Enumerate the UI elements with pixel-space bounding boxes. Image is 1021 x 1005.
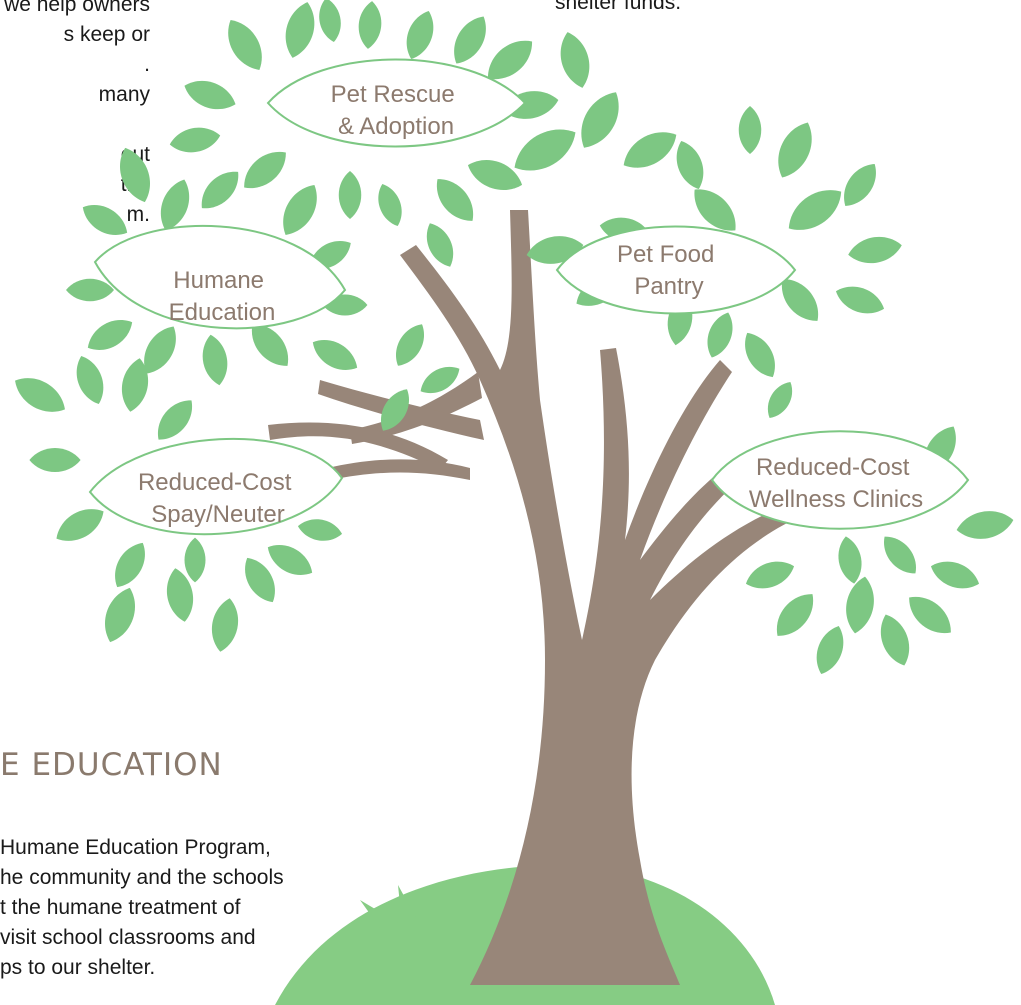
text-line: he community and the schools xyxy=(0,866,284,889)
text-line: visit school classrooms and xyxy=(0,926,256,949)
text-line: many xyxy=(98,83,150,106)
program-label-line: Pantry xyxy=(634,273,703,300)
text-line: shelter funds. xyxy=(555,0,682,14)
program-humane-education: Humane Education xyxy=(93,224,347,330)
text-line: . xyxy=(144,53,150,76)
text-line: t the humane treatment of xyxy=(0,896,241,919)
text-line: ps to our shelter. xyxy=(0,956,156,979)
education-text-fragment: Humane Education Program, he community a… xyxy=(0,833,284,983)
svg-text:Pet Food Pantry: Pet Food Pantry xyxy=(617,241,721,300)
program-pet-rescue: Pet Rescue & Adoption xyxy=(266,58,527,148)
program-label-line: Wellness Clinics xyxy=(749,486,923,513)
program-label-line: & Adoption xyxy=(338,113,454,140)
program-label-line: Reduced-Cost xyxy=(756,454,910,481)
section-heading: E EDUCATION xyxy=(0,747,223,783)
program-spay-neuter: Reduced-Cost Spay/Neuter xyxy=(88,437,344,536)
text-line: we help owners xyxy=(4,0,150,16)
program-pet-food-pantry: Pet Food Pantry xyxy=(555,225,797,315)
text-line: m. xyxy=(126,203,150,226)
text-line: s keep or xyxy=(63,23,150,46)
program-wellness-clinics: Reduced-Cost Wellness Clinics xyxy=(710,430,970,530)
funds-text-fragment: shelter funds. xyxy=(555,0,681,18)
svg-text:Reduced-Cost Spay/Neuter: Reduced-Cost Spay/Neuter xyxy=(138,469,298,528)
program-label-line: Education xyxy=(169,299,276,326)
program-label-line: Spay/Neuter xyxy=(151,501,284,528)
svg-text:Reduced-Cost Wellness Cl: Reduced-Cost Wellness Clinics xyxy=(749,454,923,513)
text-line: Humane Education Program, xyxy=(0,836,271,859)
program-label-line: Humane xyxy=(173,267,264,294)
program-label: Pet Rescue & Adoption xyxy=(331,81,462,140)
program-label-line: Reduced-Cost xyxy=(138,469,292,496)
svg-text:Humane Education: Humane Education xyxy=(169,267,276,326)
program-label-line: Pet Rescue xyxy=(331,81,455,108)
program-label-line: Pet Food xyxy=(617,241,714,268)
